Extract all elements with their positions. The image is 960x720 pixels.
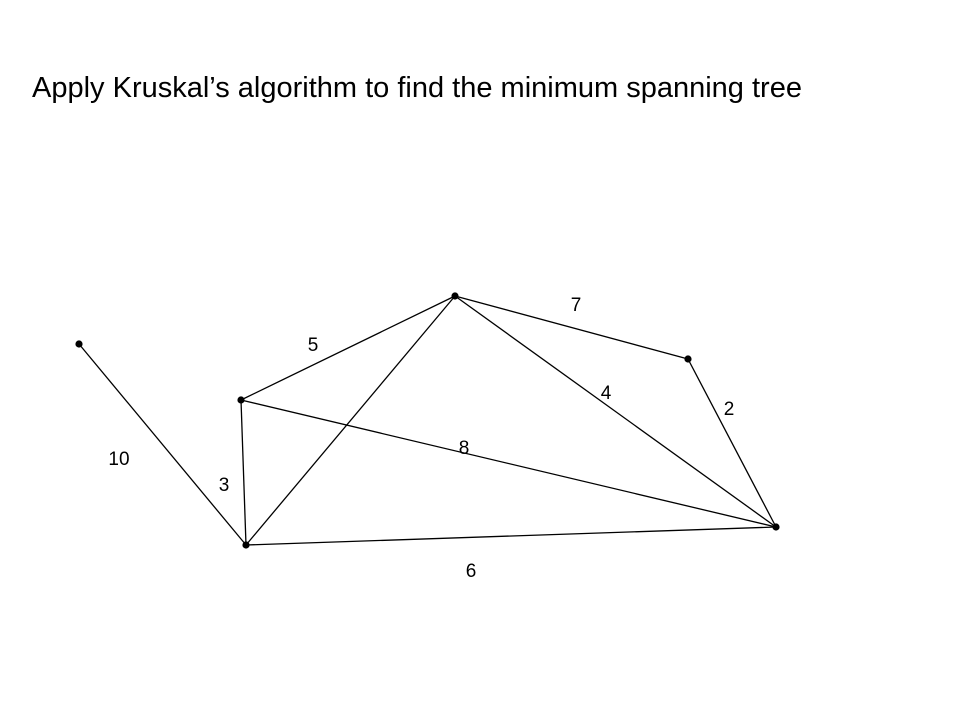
edge-a-f [78,343,247,546]
vertex-d [684,355,692,363]
edge-d-e [687,358,777,528]
edges-layer [78,295,777,546]
vertex-e [772,523,780,531]
vertex-c [451,292,459,300]
edge-weight-label: 7 [571,295,582,316]
edge-c-f [245,295,456,546]
nodes-layer [75,292,780,549]
edge-weight-label: 8 [459,438,470,459]
problem-title: Apply Kruskal’s algorithm to find the mi… [32,72,802,104]
edge-b-f [240,399,247,546]
weight-labels-layer: 10 3 5 8 7 4 2 6 [108,295,734,582]
edge-weight-label: 5 [308,335,319,356]
vertex-a [75,340,83,348]
edge-b-e [240,399,777,528]
edge-weight-label: 6 [466,561,477,582]
edge-c-e [454,295,777,528]
edge-weight-label: 10 [108,449,129,470]
edge-weight-label: 4 [601,383,612,404]
edge-f-e [245,526,777,546]
vertex-b [237,396,245,404]
edge-b-c [240,295,456,401]
edge-weight-label: 3 [219,475,230,496]
edge-c-d [454,295,689,360]
edge-weight-label: 2 [724,399,735,420]
vertex-f [242,541,250,549]
